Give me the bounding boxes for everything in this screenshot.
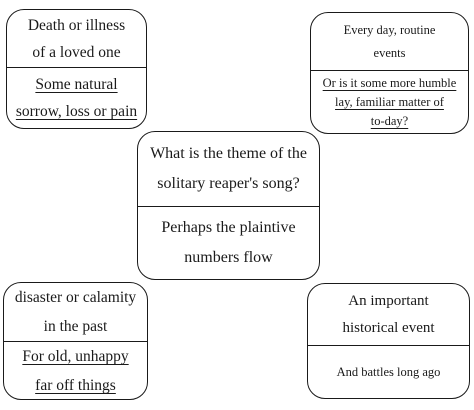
interpretation-box-history-quote: And battles long ago — [308, 346, 469, 398]
quote-text-line: Or is it some more humble — [322, 75, 457, 90]
interpretation-box-loss-quote: Some natural sorrow, loss or pain — [7, 68, 146, 128]
question-text-line: solitary reaper's song? — [157, 175, 300, 192]
quote-text-line: sorrow, loss or pain — [15, 103, 138, 120]
interpretation-box-loss: Death or illness of a loved one Some nat… — [6, 9, 147, 129]
interpretation-box-calamity-quote: For old, unhappy far off things — [4, 342, 147, 399]
quote-text-line: For old, unhappy — [22, 348, 129, 365]
idea-text-line: Death or illness — [27, 16, 126, 34]
interpretation-box-routine: Every day, routine events Or is it some … — [310, 12, 469, 134]
idea-text-line: of a loved one — [32, 43, 121, 61]
idea-text-line: events — [373, 45, 406, 60]
idea-text-line: An important — [348, 292, 429, 309]
quote-text-line: numbers flow — [184, 249, 273, 266]
idea-text-line: Every day, routine — [343, 22, 436, 37]
question-text-line: What is the theme of the — [150, 145, 307, 162]
quote-text-line: lay, familiar matter of — [335, 94, 444, 109]
interpretation-box-loss-idea: Death or illness of a loved one — [7, 10, 146, 68]
central-question-box: What is the theme of the solitary reaper… — [137, 131, 320, 280]
interpretation-box-calamity-idea: disaster or calamity in the past — [4, 283, 147, 342]
central-quote: Perhaps the plaintive numbers flow — [138, 207, 319, 279]
quote-text-line: Perhaps the plaintive — [161, 219, 296, 236]
idea-text-line: disaster or calamity — [14, 289, 137, 306]
quote-text-line: far off things — [35, 377, 116, 394]
idea-text-line: in the past — [43, 318, 108, 335]
interpretation-box-routine-quote: Or is it some more humble lay, familiar … — [311, 71, 468, 133]
interpretation-box-history-idea: An important historical event — [308, 284, 469, 346]
idea-text-line: historical event — [342, 319, 435, 336]
quote-text-line: And battles long ago — [336, 365, 441, 379]
interpretation-box-history: An important historical event And battle… — [307, 283, 470, 399]
interpretation-box-routine-idea: Every day, routine events — [311, 13, 468, 71]
quote-text-line: Some natural — [35, 76, 118, 93]
central-question: What is the theme of the solitary reaper… — [138, 132, 319, 207]
quote-text-line: to-day? — [370, 113, 409, 128]
interpretation-box-calamity: disaster or calamity in the past For old… — [3, 282, 148, 400]
